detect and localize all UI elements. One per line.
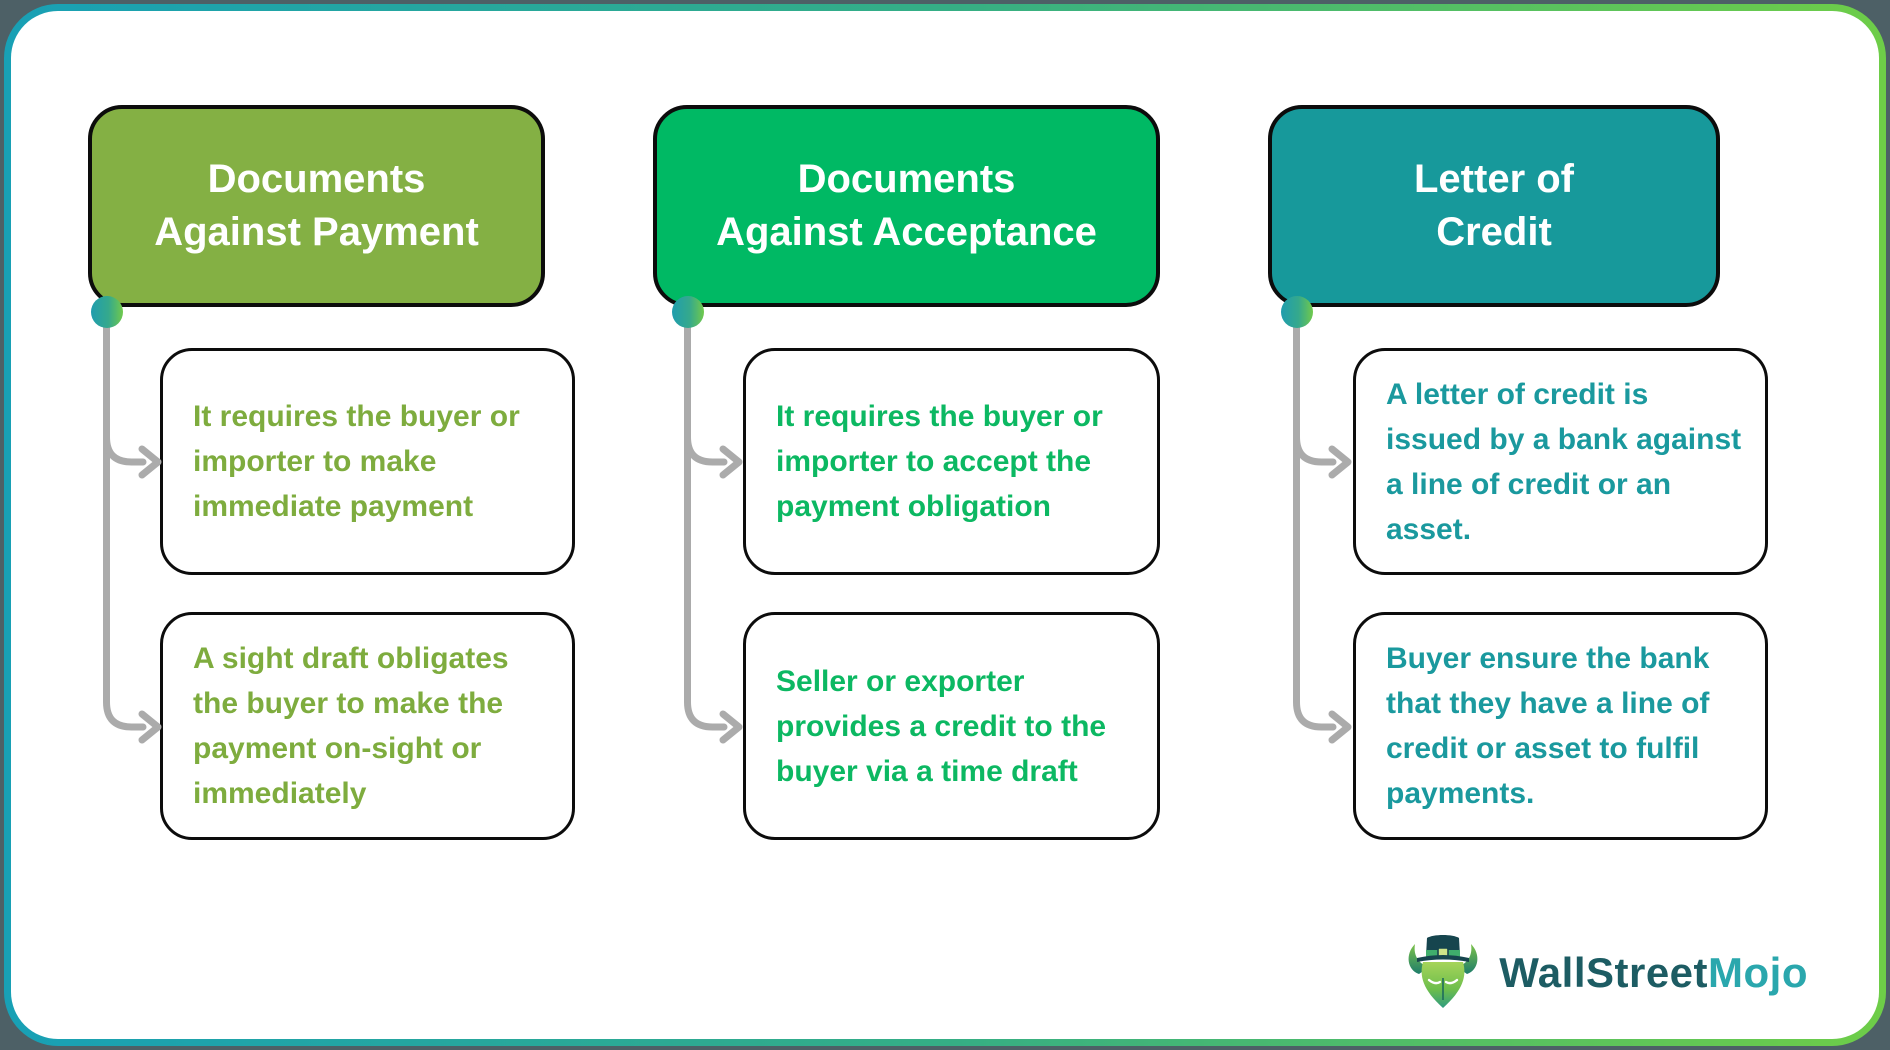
column-header: Letter of Credit <box>1268 105 1720 307</box>
header-line: Documents <box>797 157 1016 201</box>
brand-text: WallStreetMojo <box>1499 949 1808 997</box>
info-box: It requires the buyer or importer to mak… <box>160 348 575 575</box>
header-line: Against Payment <box>154 210 479 254</box>
info-box: A sight draft obligates the buyer to mak… <box>160 612 575 840</box>
brand-logo: WallStreetMojo <box>1403 934 1808 1012</box>
info-box: Buyer ensure the bank that they have a l… <box>1353 612 1768 840</box>
column-header: Documents Against Acceptance <box>653 105 1160 307</box>
brand-text-secondary: Mojo <box>1708 949 1808 996</box>
brand-text-primary: WallStreet <box>1499 949 1709 996</box>
connector-dot <box>1281 296 1313 328</box>
connector-dot <box>672 296 704 328</box>
info-box: It requires the buyer or importer to acc… <box>743 348 1160 575</box>
connector-dot <box>91 296 123 328</box>
header-line: Documents <box>207 157 426 201</box>
bull-icon <box>1408 935 1478 1008</box>
info-box: A letter of credit is issued by a bank a… <box>1353 348 1768 575</box>
header-line: Against Acceptance <box>716 210 1097 254</box>
info-box: Seller or exporter provides a credit to … <box>743 612 1160 840</box>
column-header: Documents Against Payment <box>88 105 545 307</box>
connector-arrows <box>103 316 162 744</box>
connector-arrows <box>1293 316 1352 744</box>
connector-arrows <box>684 316 743 744</box>
header-line: Credit <box>1436 210 1552 254</box>
header-line: Letter of <box>1414 157 1574 201</box>
